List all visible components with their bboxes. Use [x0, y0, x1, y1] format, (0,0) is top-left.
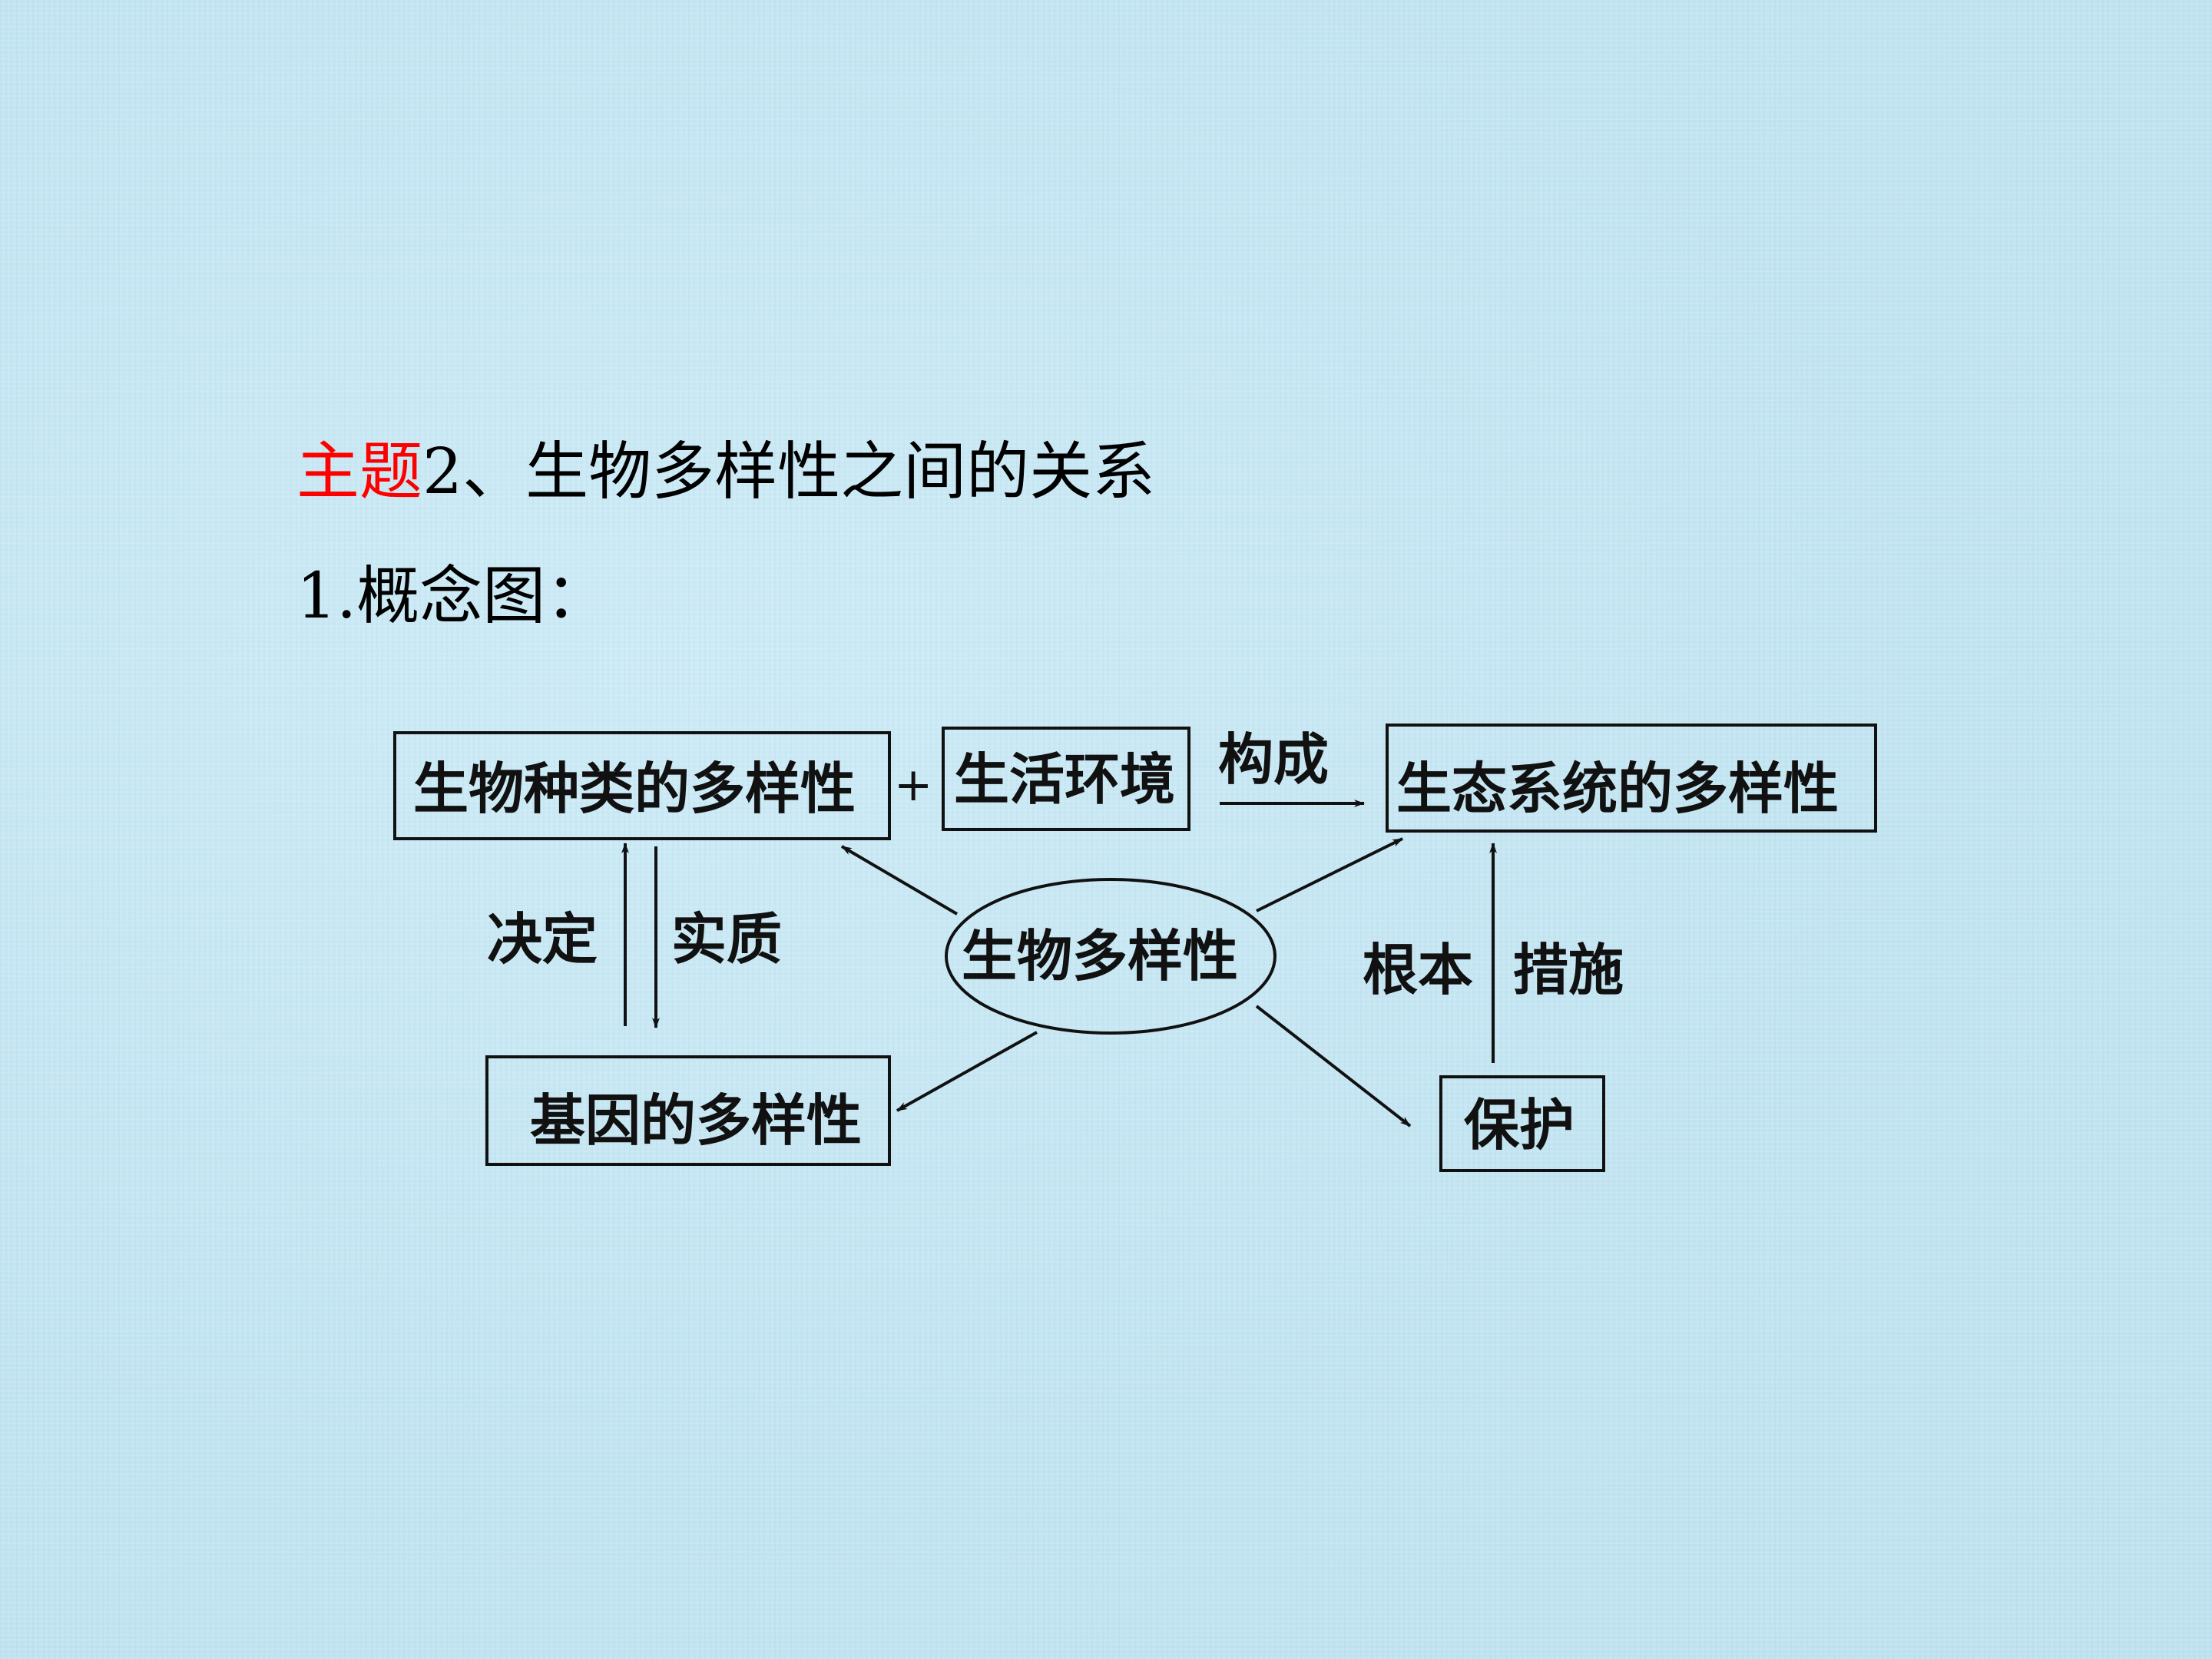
- edge-label-measure: 措施: [1513, 938, 1624, 1002]
- slide-subtitle: 1.概念图：: [296, 560, 609, 633]
- edge-center-to-species: [840, 845, 959, 916]
- slide-title: 主题2、生物多样性之间的关系: [296, 430, 1155, 515]
- node-biodiversity: 生物多样性: [945, 878, 1277, 1035]
- node-gene-diversity-box: [485, 1055, 891, 1166]
- edge-center-to-protection: [1255, 1005, 1412, 1128]
- plus-sign: +: [894, 758, 932, 812]
- edge-label-essence: 实质: [671, 907, 782, 972]
- node-species-diversity: 生物种类的多样性: [393, 731, 891, 840]
- node-species-diversity-label: 生物种类的多样性: [413, 757, 856, 821]
- node-ecosystem-diversity-label: 生态系统的多样性: [1396, 757, 1839, 821]
- title-rest: 2、生物多样性之间的关系: [422, 435, 1156, 508]
- node-ecosystem-diversity-box: [1386, 724, 1877, 833]
- node-biodiversity-label: 生物多样性: [962, 924, 1238, 988]
- edge-label-determine: 决定: [487, 907, 598, 972]
- node-biodiversity-ellipse: [945, 878, 1277, 1035]
- title-accent: 主题: [296, 435, 423, 508]
- node-habitat-label: 生活环境: [954, 747, 1175, 812]
- edge-label-constitute: 构成: [1218, 727, 1329, 792]
- node-habitat-box: [942, 727, 1190, 831]
- node-species-diversity-box: [393, 731, 891, 840]
- node-protection: 保护: [1439, 1075, 1605, 1172]
- node-ecosystem-diversity: 生态系统的多样性: [1386, 724, 1877, 833]
- node-protection-box: [1439, 1075, 1605, 1172]
- edge-label-fundamental: 根本: [1363, 938, 1473, 1002]
- edge-center-to-gene: [896, 1031, 1038, 1112]
- node-protection-label: 保护: [1464, 1093, 1575, 1157]
- node-habitat: 生活环境: [942, 727, 1190, 831]
- node-gene-diversity: 基因的多样性: [485, 1055, 891, 1166]
- node-gene-diversity-label: 基因的多样性: [530, 1088, 862, 1153]
- edge-center-to-ecosystem: [1256, 837, 1403, 912]
